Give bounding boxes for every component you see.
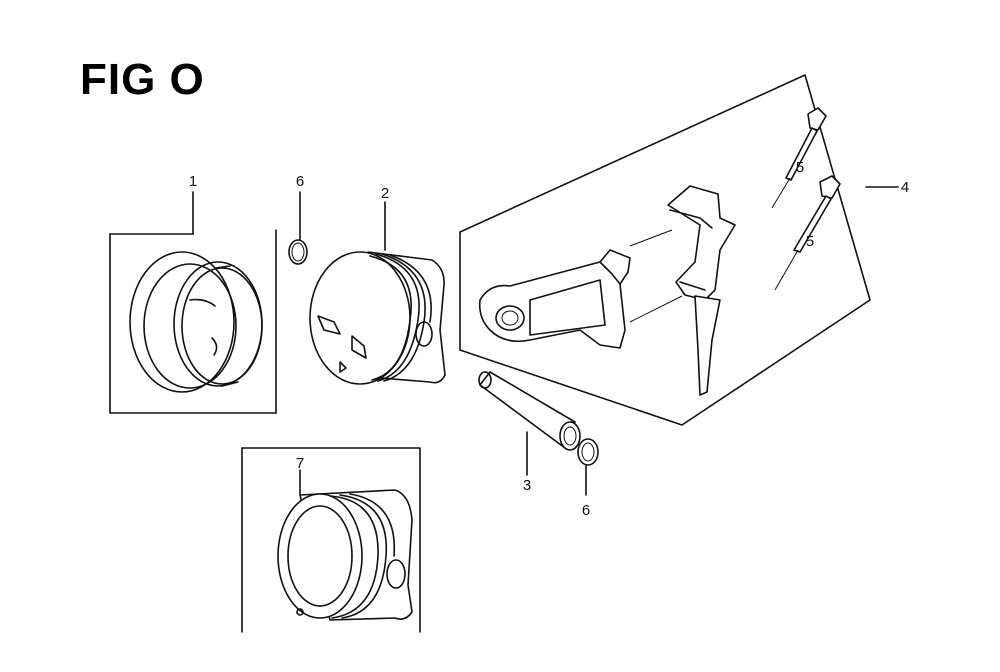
callout-5a: 5 [796,159,804,176]
callout-3: 3 [523,477,531,494]
bolt-group [771,107,841,291]
figure-title: FIG O [80,55,205,104]
piston-ring-set-icon [129,251,263,393]
piston-icon [277,489,413,621]
piston-pin-icon [478,371,581,451]
piston-ring-set-group [109,191,277,414]
callout-7: 7 [296,455,304,472]
callout-6a: 6 [296,173,304,190]
callout-1: 1 [189,173,197,190]
piston-pin-group [478,371,581,476]
bolt-icon [771,107,827,209]
piston-group [309,201,446,385]
bolt-icon [774,175,841,291]
callout-6b: 6 [582,502,590,519]
clip-icon [577,438,599,466]
connecting-rod-group [459,74,899,426]
connecting-rod-icon [478,185,736,396]
callout-4: 4 [901,179,909,196]
piston-icon [309,251,446,385]
piston-alt-group [241,447,421,633]
clip-top-group [288,191,308,265]
callout-2: 2 [381,185,389,202]
clip-icon [288,239,308,265]
callout-5b: 5 [806,233,814,250]
clip-bottom-group [577,438,599,496]
